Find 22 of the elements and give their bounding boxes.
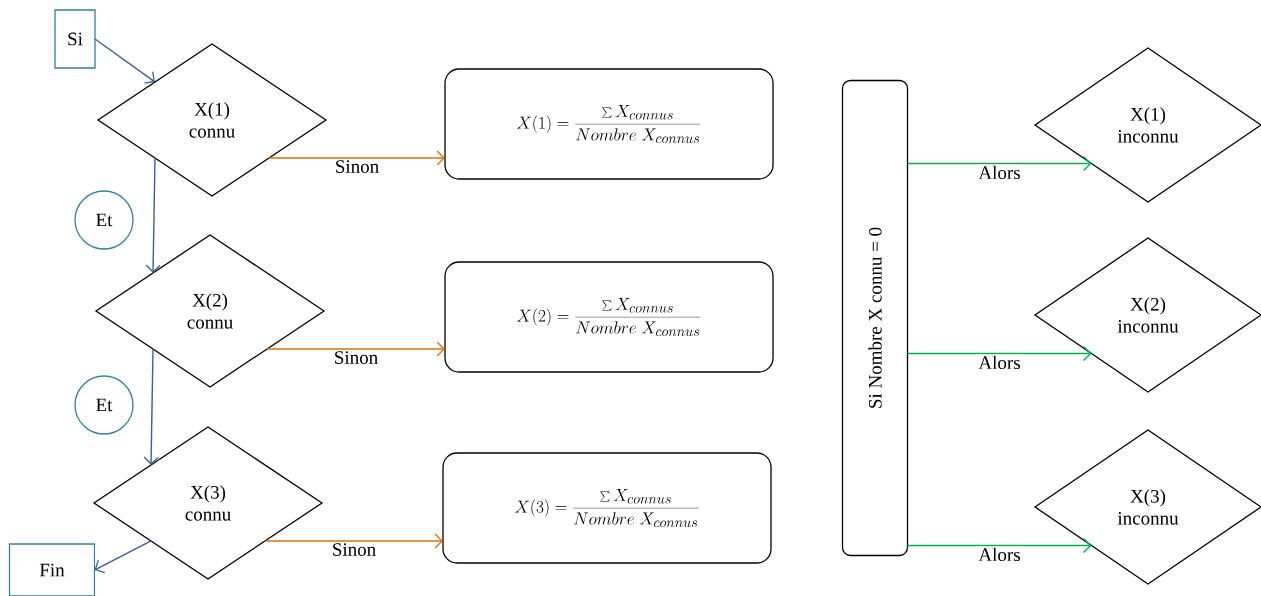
formula-box: $X(2) = \frac{\sum X_{connus}}{Nombre\ X_{connus}}$ [444, 261, 774, 373]
edge-label: Alors [977, 546, 1022, 563]
terminal-box: Si [54, 9, 96, 69]
edge-label: Alors [977, 354, 1022, 371]
terminal-box: Fin [8, 543, 96, 596]
arrow [906, 345, 1092, 362]
arrow [268, 150, 445, 166]
arrow [266, 341, 445, 357]
arrow [906, 155, 1092, 172]
formula-box: $X(3) = \frac{\sum X_{connus}}{Nombre\ X_{connus}}$ [442, 452, 772, 564]
condition-bar: Si Nombre X connu = 0 [841, 79, 909, 557]
arrow [145, 157, 161, 273]
edge-label: Sinon [330, 542, 378, 557]
formula-box: $X(1) = \frac{\sum X_{connus}}{Nombre\ X_{connus}}$ [444, 68, 774, 180]
edge-label: Alors [977, 164, 1022, 181]
edge-label: Sinon [332, 350, 380, 365]
arrow [906, 537, 1092, 554]
arrow [143, 348, 159, 465]
arrow [264, 533, 443, 549]
arrow [94, 540, 152, 574]
arrow [94, 38, 155, 84]
edge-label: Sinon [333, 159, 381, 174]
